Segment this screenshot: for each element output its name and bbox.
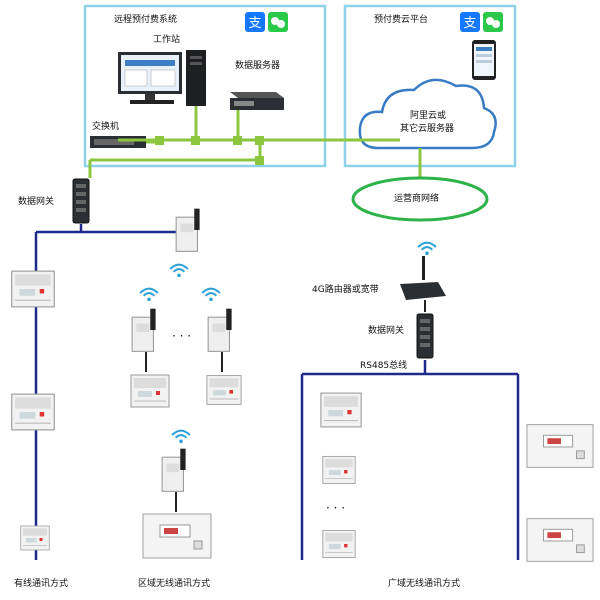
area-meter-icon (130, 374, 170, 408)
rs485-lines-right (300, 360, 520, 560)
lan-node (191, 136, 200, 145)
data-server-label: 数据服务器 (235, 61, 281, 71)
svg-text:支: 支 (248, 16, 261, 31)
alipay-icon: 支 (460, 12, 480, 32)
data-gateway-right-icon (416, 313, 434, 359)
operator-network-label: 运营商网络 (394, 194, 440, 204)
lan-node (255, 136, 264, 145)
wireless-module-icon (161, 448, 187, 492)
area-wireless-caption: 区域无线通讯方式 (138, 579, 211, 589)
4g-router-icon (400, 256, 446, 300)
data-gateway-left-label: 数据网关 (18, 197, 55, 207)
ellipsis-dots: · · · (172, 329, 192, 343)
wide-box-meter-icon (526, 518, 594, 562)
data-gateway-right-label: 数据网关 (368, 326, 405, 336)
wired-meter-icon (11, 270, 55, 308)
cloud-text-line2: 其它云服务器 (400, 124, 455, 134)
data-server-icon (230, 92, 284, 110)
wireless-module-icon (131, 308, 157, 352)
lan-node (155, 136, 164, 145)
wifi-icon (201, 287, 221, 302)
wireless-module-icon (207, 308, 233, 352)
workstation-monitor-icon (118, 52, 182, 104)
wifi-icon (139, 287, 159, 302)
operator-network-oval (351, 176, 489, 222)
svg-text:支: 支 (463, 16, 476, 31)
lan-node (233, 136, 242, 145)
network-switch-icon (90, 136, 146, 148)
wifi-icon (171, 429, 191, 444)
cloud-platform-title: 预付费云平台 (374, 15, 429, 25)
workstation-label: 工作站 (153, 35, 181, 45)
wired-meter-icon (11, 393, 55, 431)
wifi-icon (417, 241, 437, 256)
wechat-pay-icon (268, 12, 288, 32)
rs485-bus-label: RS485总线 (360, 361, 408, 371)
cloud-text-line1: 阿里云或 (410, 111, 447, 121)
cloud-server-icon (358, 78, 497, 150)
wechat-pay-icon (483, 12, 503, 32)
ellipsis-dots: · · · (326, 501, 346, 515)
lan-node (255, 156, 264, 165)
switch-label: 交换机 (92, 122, 120, 132)
wireless-coordinator-icon (175, 208, 201, 252)
mobile-phone-icon (472, 40, 496, 80)
area-meter-icon (206, 375, 242, 405)
wide-wireless-caption: 广域无线通讯方式 (388, 579, 461, 589)
area-box-meter-icon (142, 513, 212, 559)
data-gateway-left-icon (72, 178, 90, 224)
wifi-icon (169, 263, 189, 278)
remote-system-title: 远程预付费系统 (114, 15, 178, 25)
wired-meter-icon (20, 525, 50, 551)
router-label: 4G路由器或宽带 (312, 285, 379, 295)
alipay-icon: 支 (245, 12, 265, 32)
wide-box-meter-icon (526, 424, 594, 468)
workstation-tower-icon (186, 50, 206, 106)
wired-caption: 有线通讯方式 (14, 579, 69, 589)
wide-meter-icon (320, 392, 362, 428)
wide-meter-icon (322, 529, 356, 559)
wide-meter-icon (322, 455, 356, 485)
